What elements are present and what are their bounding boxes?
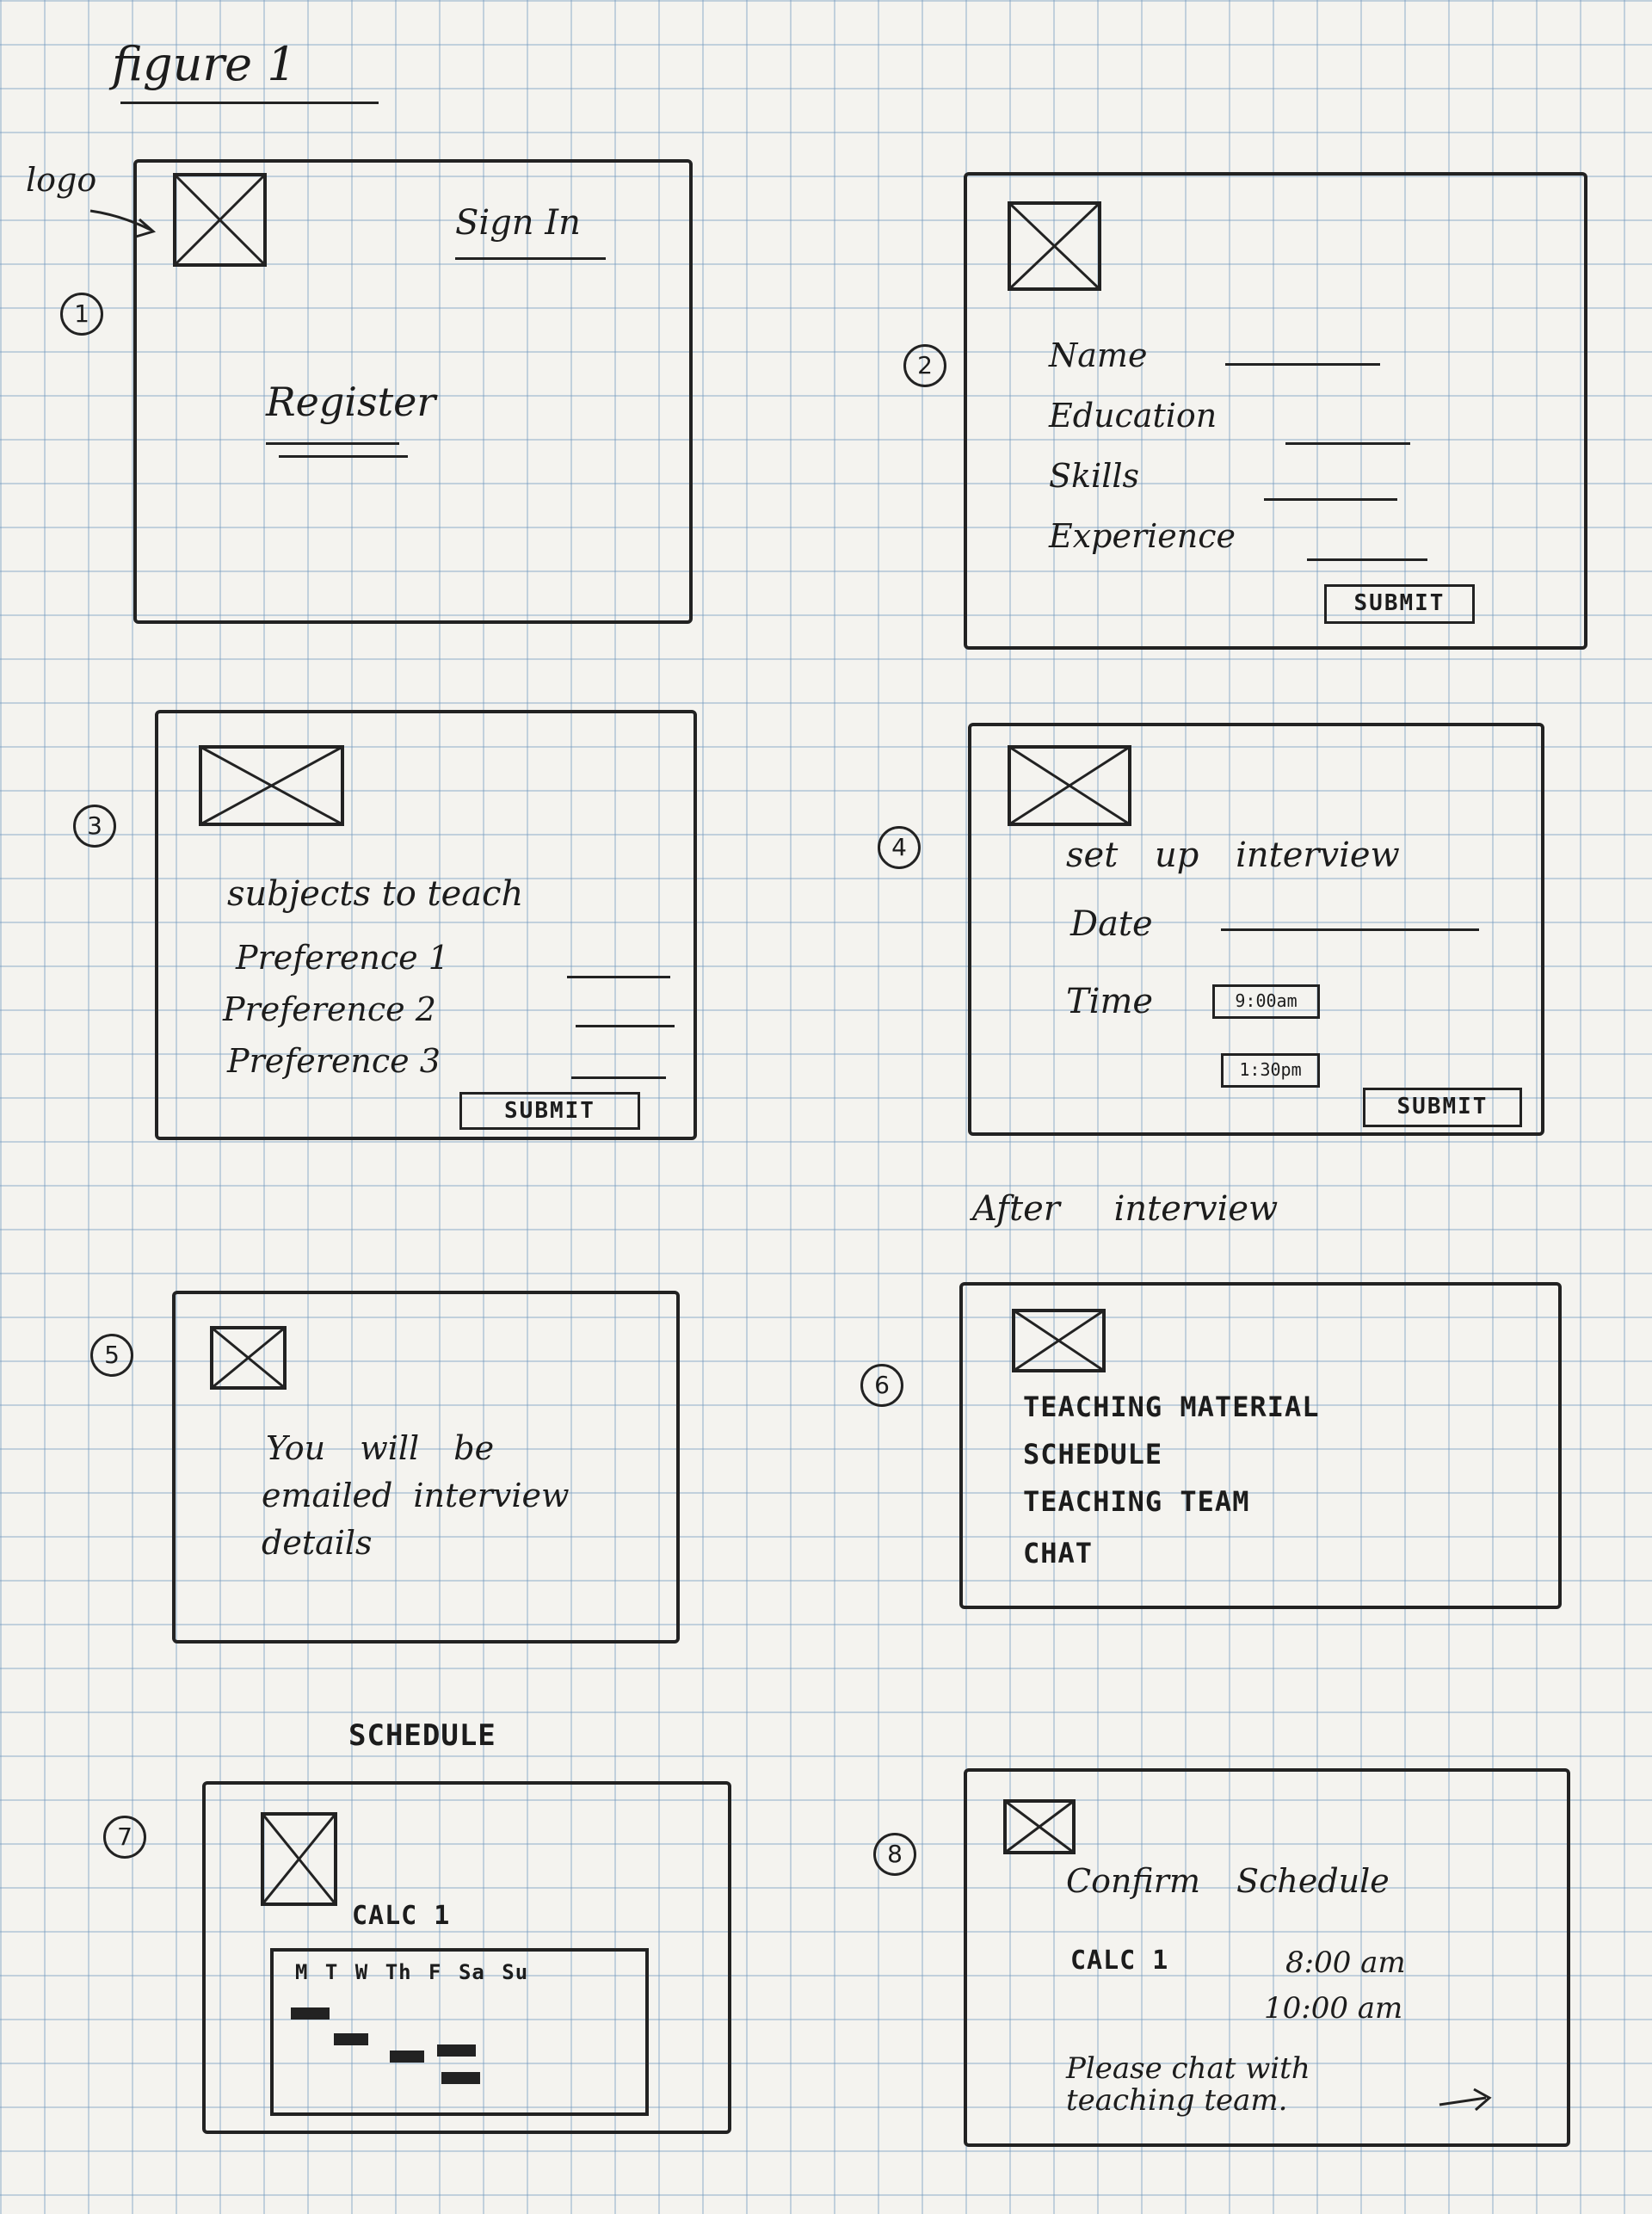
email-notice-line-3: details xyxy=(262,1524,373,1562)
sign-in-underline xyxy=(455,257,606,260)
sign-in-link[interactable]: Sign In xyxy=(455,203,581,243)
chat-note-line-1: Please chat with xyxy=(1066,2051,1310,2086)
education-label: Education xyxy=(1049,397,1217,435)
submit-button[interactable]: SUBMIT xyxy=(1363,1088,1522,1127)
course-title: CALC 1 xyxy=(352,1901,451,1931)
logo-placeholder-icon xyxy=(1012,1309,1106,1372)
experience-label: Experience xyxy=(1049,517,1236,555)
menu-chat[interactable]: CHAT xyxy=(1023,1537,1094,1570)
register-link[interactable]: Register xyxy=(266,379,436,425)
screen-8-number: 8 xyxy=(873,1833,916,1876)
menu-teaching-material[interactable]: TEACHING MATERIAL xyxy=(1023,1391,1320,1423)
email-notice-line-1: You will be xyxy=(266,1429,495,1467)
submit-button[interactable]: SUBMIT xyxy=(459,1092,640,1130)
after-interview-caption: After interview xyxy=(972,1189,1279,1229)
logo-placeholder-icon xyxy=(1008,745,1131,826)
screen-7-frame: CALC 1 M T W Th F Sa Su xyxy=(202,1781,731,2134)
skills-input[interactable] xyxy=(1264,498,1397,501)
date-input[interactable] xyxy=(1221,928,1479,931)
date-label: Date xyxy=(1070,904,1153,944)
calendar-event[interactable] xyxy=(390,2051,424,2063)
schedule-caption: SCHEDULE xyxy=(348,1718,496,1753)
name-input[interactable] xyxy=(1225,363,1380,366)
logo-placeholder-icon xyxy=(1008,201,1101,291)
chat-note-line-2: teaching team. xyxy=(1066,2083,1288,2118)
preference-1-input[interactable] xyxy=(567,976,670,978)
screen-4-frame: set up interview Date Time 9:00am 1:30pm… xyxy=(968,723,1544,1136)
figure-title-underline xyxy=(120,102,379,104)
education-input[interactable] xyxy=(1285,442,1410,445)
time-slot-2[interactable]: 1:30pm xyxy=(1221,1053,1320,1088)
logo-placeholder-icon xyxy=(199,745,344,826)
calendar-event[interactable] xyxy=(441,2072,480,2084)
screen-1-frame: Sign In Register xyxy=(133,159,693,624)
time-slot-1: 8:00 am xyxy=(1285,1946,1406,1980)
figure-title: figure 1 xyxy=(112,37,297,91)
interview-heading: set up interview xyxy=(1066,836,1400,875)
logo-placeholder-icon xyxy=(1003,1799,1076,1854)
logo-placeholder-icon xyxy=(173,173,267,267)
screen-3-frame: subjects to teach Preference 1 Preferenc… xyxy=(155,710,697,1140)
screen-1-number: 1 xyxy=(60,293,103,336)
calendar-event[interactable] xyxy=(334,2033,368,2045)
screen-7-number: 7 xyxy=(103,1816,146,1859)
preference-2-input[interactable] xyxy=(576,1025,675,1027)
screen-6-frame: TEACHING MATERIAL SCHEDULE TEACHING TEAM… xyxy=(959,1282,1562,1609)
subjects-heading: subjects to teach xyxy=(227,874,524,914)
submit-button[interactable]: SUBMIT xyxy=(1324,584,1475,624)
logo-placeholder-icon xyxy=(261,1812,337,1906)
screen-4-number: 4 xyxy=(878,826,921,869)
confirm-heading: Confirm Schedule xyxy=(1066,1862,1390,1900)
time-label: Time xyxy=(1066,982,1154,1021)
register-underline xyxy=(266,442,399,445)
screen-2-frame: Name Education Skills Experience SUBMIT xyxy=(964,172,1587,650)
email-notice-line-2: emailed interview xyxy=(262,1477,570,1514)
skills-label: Skills xyxy=(1049,457,1140,495)
preference-3-label: Preference 3 xyxy=(227,1042,441,1080)
screen-5-number: 5 xyxy=(90,1334,133,1377)
menu-teaching-team[interactable]: TEACHING TEAM xyxy=(1023,1485,1250,1518)
weekday-header: M T W Th F Sa Su xyxy=(295,1960,529,1984)
course-label: CALC 1 xyxy=(1070,1946,1169,1976)
register-underline-2 xyxy=(279,455,408,458)
preference-3-input[interactable] xyxy=(571,1076,666,1079)
preference-1-label: Preference 1 xyxy=(236,939,449,977)
logo-label: logo xyxy=(26,161,97,199)
calendar-event[interactable] xyxy=(291,2007,330,2020)
weekly-calendar[interactable]: M T W Th F Sa Su xyxy=(270,1948,649,2116)
time-slot-1[interactable]: 9:00am xyxy=(1212,984,1320,1019)
screen-3-number: 3 xyxy=(73,805,116,848)
screen-8-frame: Confirm Schedule CALC 1 8:00 am 10:00 am… xyxy=(964,1768,1570,2147)
screen-5-frame: You will be emailed interview details xyxy=(172,1291,680,1644)
menu-schedule[interactable]: SCHEDULE xyxy=(1023,1438,1163,1471)
experience-input[interactable] xyxy=(1307,558,1427,561)
screen-2-number: 2 xyxy=(903,344,946,387)
calendar-event[interactable] xyxy=(437,2044,476,2057)
logo-arrow-icon xyxy=(89,209,157,238)
arrow-right-icon[interactable] xyxy=(1436,2086,1496,2117)
logo-placeholder-icon xyxy=(210,1326,287,1390)
preference-2-label: Preference 2 xyxy=(223,990,436,1028)
name-label: Name xyxy=(1049,336,1148,374)
time-slot-2: 10:00 am xyxy=(1264,1991,1403,2026)
screen-6-number: 6 xyxy=(860,1364,903,1407)
